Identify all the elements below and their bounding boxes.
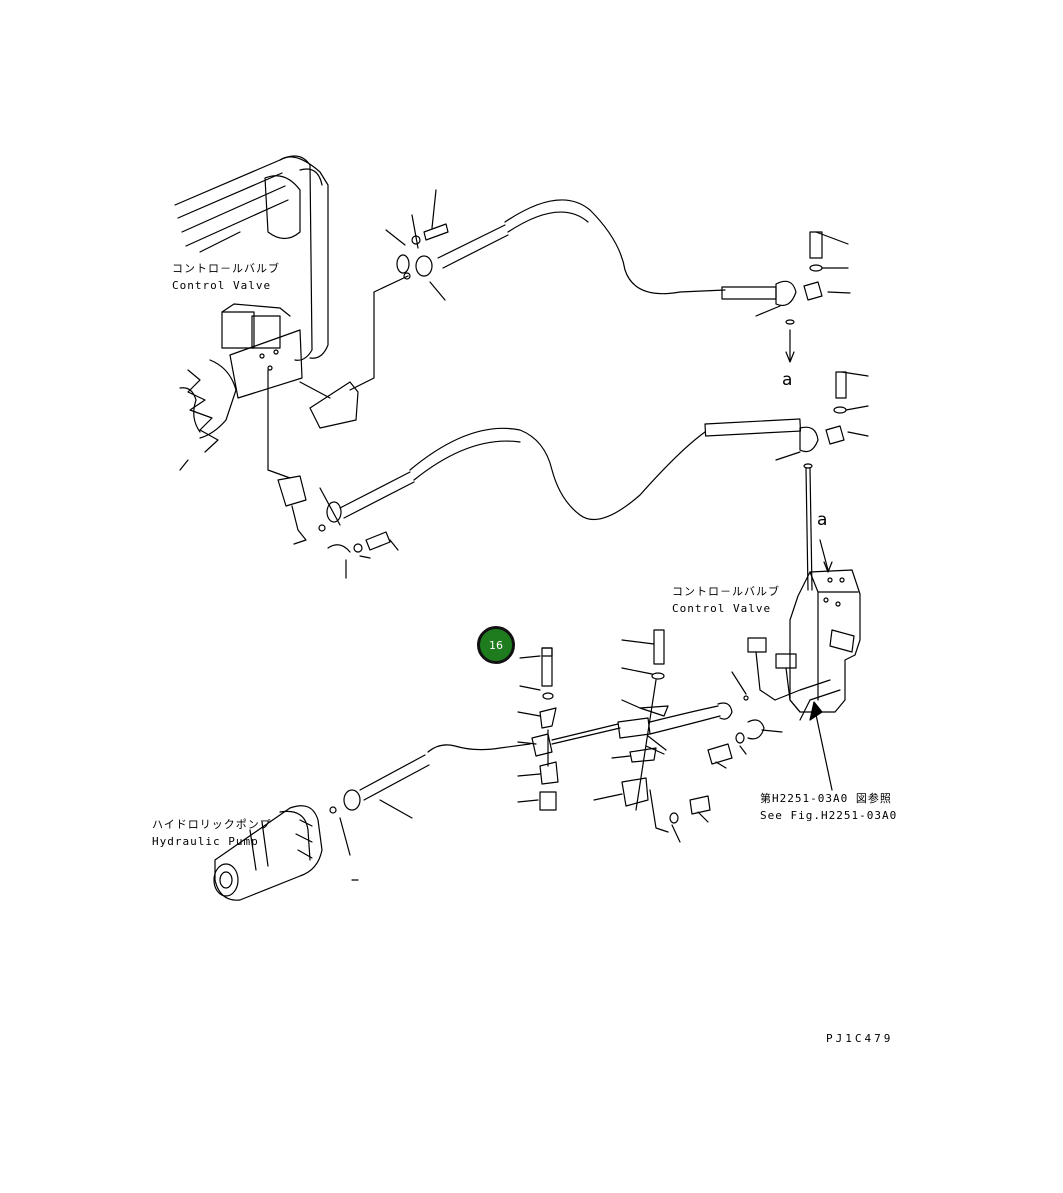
- drawing-code: PJ1C479: [826, 1032, 894, 1045]
- see-figure-label-jp: 第H2251-03A0 図参照: [760, 792, 892, 805]
- hydraulic-pump-label-en: Hydraulic Pump: [152, 835, 259, 848]
- machine-frame-drawing: [174, 155, 329, 471]
- control-valve-top-label-en: Control Valve: [172, 279, 272, 292]
- pump-line-drawing: [329, 629, 783, 881]
- hydraulic-pump-label-jp: ハイドロリックポンプ: [152, 818, 272, 831]
- reference-a-upper: a: [782, 370, 793, 390]
- control-valve-bottom-label-en: Control Valve: [672, 602, 772, 615]
- control-valve-top-label-jp: コントロ－ルバルブ: [172, 262, 280, 275]
- upper-hose-drawing: [299, 189, 851, 429]
- see-figure-label-en: See Fig.H2251-03A0: [760, 809, 898, 822]
- hydraulic-pump-drawing: [213, 805, 323, 901]
- reference-a-lower: a: [817, 510, 828, 530]
- control-valve-bottom-label-jp: コントロ－ルバルブ: [672, 585, 780, 598]
- part-callout-16[interactable]: 16: [477, 626, 515, 664]
- lower-hose-drawing: [267, 369, 869, 591]
- control-valve-drawing: [747, 539, 861, 791]
